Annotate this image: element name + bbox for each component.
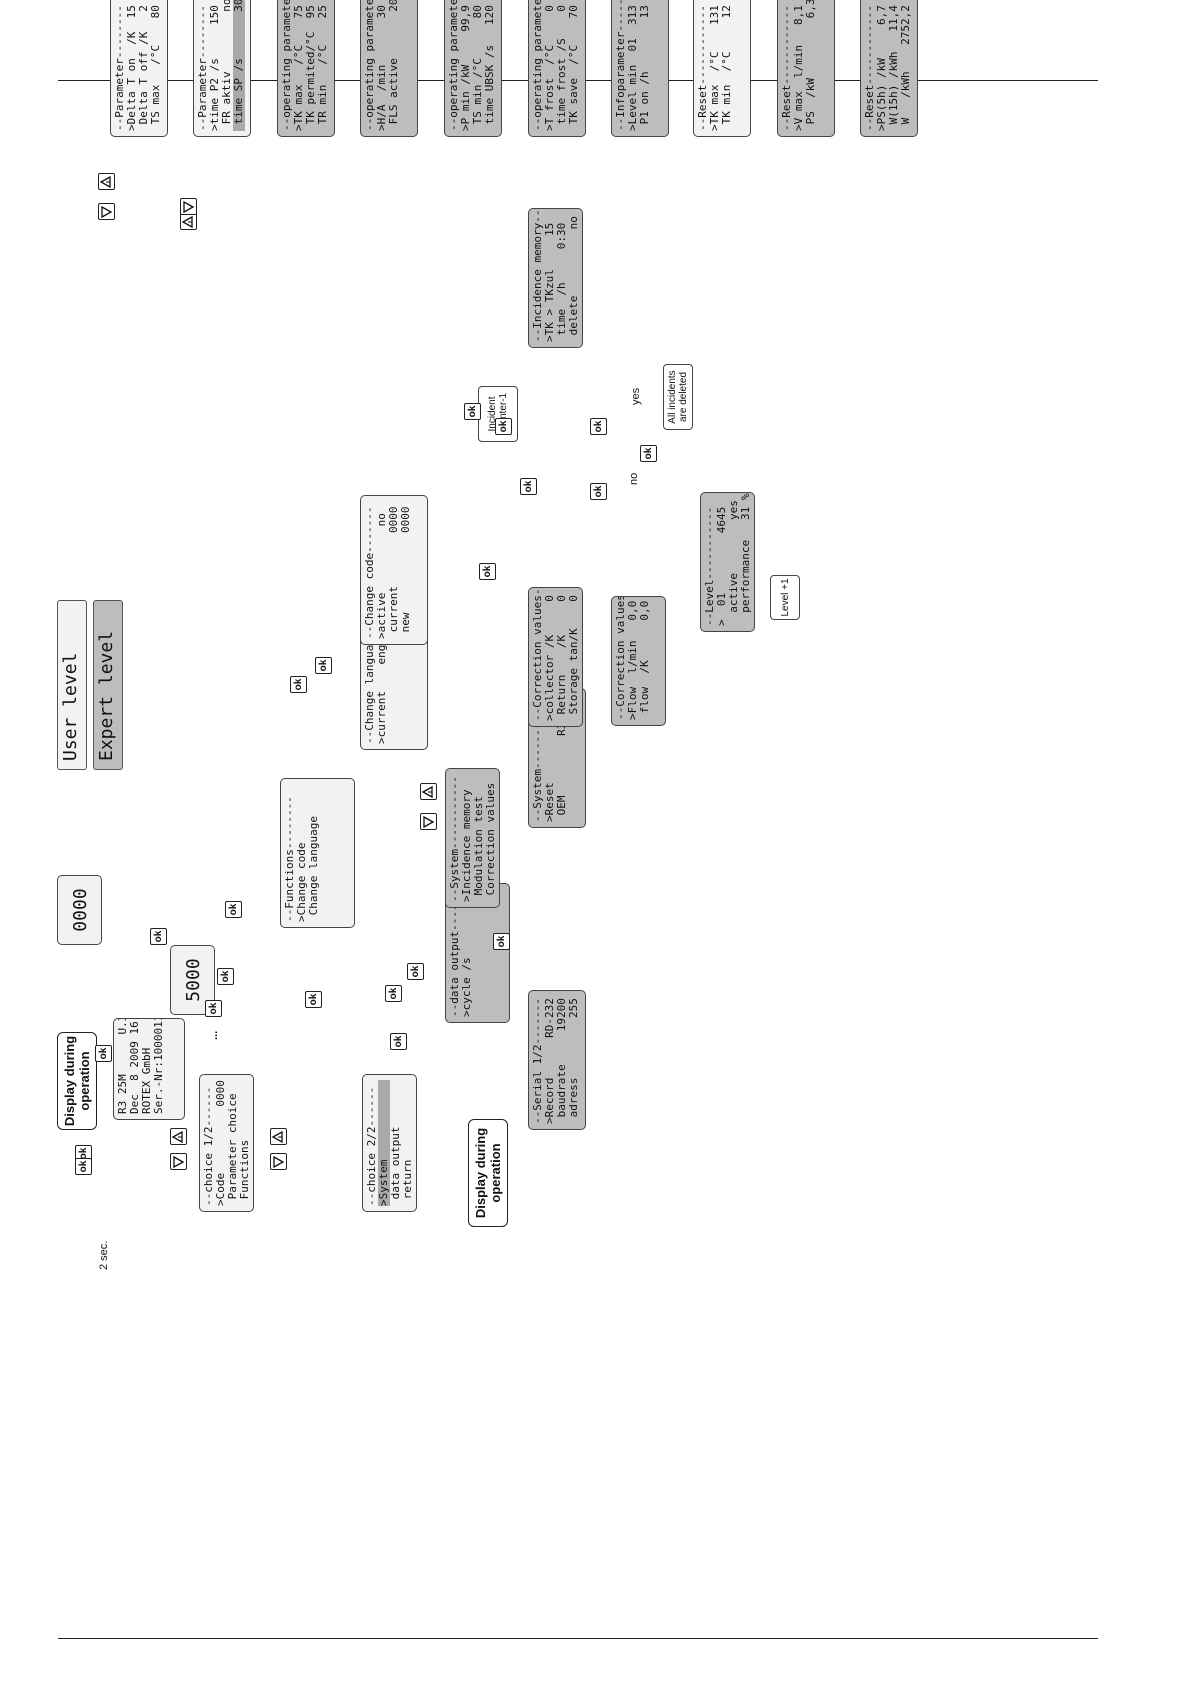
up-arrow-button[interactable]	[98, 173, 115, 190]
lcd-level: --Level-----------> 01 4645 active yes p…	[700, 492, 755, 632]
down-arrow-icon	[273, 1155, 285, 1169]
ok-button-5[interactable]: ok	[205, 1000, 222, 1017]
ok-button-12[interactable]: ok	[315, 657, 332, 674]
ok-button-17[interactable]: ok	[590, 418, 607, 435]
legend-user-level: User level	[57, 600, 87, 770]
ok-button-7[interactable]: ok	[95, 1045, 112, 1062]
lcd-line: Ser.-Nr:100001105775	[152, 1018, 165, 1114]
up-arrow-icon	[271, 1130, 283, 1144]
up-arrow-icon	[171, 1130, 183, 1144]
lcd-line: Change language	[307, 816, 320, 922]
up-arrow-icon	[99, 175, 111, 189]
display-during-operation-callout: Display during operation	[57, 1032, 97, 1130]
lcd-line: return	[401, 1159, 414, 1206]
lcd-line: Storage tan/K 0	[567, 595, 580, 721]
code-ellipsis: ...	[208, 1030, 220, 1040]
lcd-line: adress 255	[567, 998, 580, 1124]
down-arrow-icon	[101, 205, 113, 219]
yes-label: yes	[630, 387, 642, 405]
ok-button-20[interactable]: ok	[479, 563, 496, 580]
ok-button-9[interactable]: ok	[385, 985, 402, 1002]
bottom-rule	[58, 1638, 1098, 1639]
lcd-line: FLS active 20	[387, 0, 400, 131]
down-arrow-button[interactable]	[270, 1153, 287, 1170]
lcd-op4: --operating paramete>T frost /°C 0 time …	[528, 0, 586, 137]
lcd-line: TK min /°C 12	[720, 5, 733, 131]
up-arrow-button[interactable]	[180, 213, 197, 230]
lcd-param1: --Parameter-------->Delta T on /K 15 Del…	[110, 0, 168, 137]
up-arrow-icon	[181, 215, 193, 229]
up-arrow-icon	[421, 785, 433, 799]
up-arrow-button[interactable]	[420, 783, 437, 800]
lcd-system1: --System----------->Incidence memory Mod…	[445, 768, 500, 908]
ok-button-2[interactable]: ok	[75, 1158, 92, 1175]
ok-button-8[interactable]: ok	[390, 1033, 407, 1050]
lcd-line: new 0000	[399, 506, 412, 639]
lcd-line: time SP /s 30	[232, 0, 245, 131]
lcd-line: Functions	[238, 1139, 251, 1206]
lcd-line: >cycle /s 0	[460, 891, 473, 1017]
ok-button-11[interactable]: ok	[290, 676, 307, 693]
display-during-operation-callout-2: Display during operation	[468, 1119, 508, 1227]
no-label: no	[628, 472, 640, 485]
ok-button-3[interactable]: ok	[305, 991, 322, 1008]
down-arrow-button[interactable]	[98, 203, 115, 220]
legend-expert-level: Expert level	[93, 600, 123, 770]
two-sec-label: 2 sec.	[98, 1240, 110, 1270]
lcd-info: --Infoparameter----->Level min 01 313 P1…	[611, 0, 669, 137]
lcd-line: performance 31 %	[739, 493, 752, 626]
lcd-change-code: --Change code------->active no current 0…	[360, 495, 428, 645]
ok-button-21[interactable]: ok	[464, 403, 481, 420]
ok-button-14[interactable]: ok	[493, 933, 510, 950]
ok-button-19[interactable]: ok	[640, 445, 657, 462]
ok-button-16[interactable]: ok	[520, 478, 537, 495]
lcd-line: TK save /°C 70	[567, 5, 580, 131]
down-arrow-button[interactable]	[180, 198, 197, 215]
down-arrow-button[interactable]	[170, 1153, 187, 1170]
lcd-line: P1 on /h 13	[638, 5, 651, 131]
up-arrow-button[interactable]	[170, 1128, 187, 1145]
down-arrow-button[interactable]	[420, 813, 437, 830]
level-plus-one-box: Level +1	[770, 575, 800, 620]
lcd-op1: --operating paramete>TK max /°C 75 TK pe…	[277, 0, 335, 137]
lcd-functions: --Functions-------->Change code Change l…	[280, 778, 355, 928]
lcd-line: delete no	[567, 216, 580, 342]
ok-button-15[interactable]: ok	[495, 418, 512, 435]
ok-button-10[interactable]: ok	[225, 901, 242, 918]
lcd-correction2: --Correction values->Flow l/min 0,0 flow…	[611, 596, 666, 726]
lcd-incidence: --Incidence memory-->TK > TKzul 15 time …	[528, 208, 583, 348]
ok-button-4[interactable]: ok	[217, 968, 234, 985]
down-arrow-icon	[423, 815, 435, 829]
lcd-line: PS /kW 6,3	[804, 0, 817, 131]
lcd-line: TR min /°C 25	[316, 5, 329, 131]
up-arrow-button[interactable]	[270, 1128, 287, 1145]
down-arrow-icon	[183, 200, 195, 214]
down-arrow-icon	[173, 1155, 185, 1169]
lcd-reset1: --Reset------------>TK max /°C 131 TK mi…	[693, 0, 751, 137]
lcd-param2: --Parameter-------->time P2 /s 150 FR ak…	[193, 0, 251, 137]
ok-button-6[interactable]: ok	[150, 928, 167, 945]
lcd-line: flow /K 0,0	[638, 600, 651, 720]
lcd-choice2: --choice 2/2------>System data output re…	[362, 1074, 417, 1212]
all-incidents-deleted-box: All incidents are deleted	[663, 364, 693, 430]
lcd-op3: --operating paramete>P min /kW 99,9 TS m…	[444, 0, 502, 137]
code-entry-top: 0000	[57, 875, 102, 945]
lcd-line: TS max /°C 80	[149, 5, 162, 131]
lcd-correction1: --Correction values->collector /K 0 Retu…	[528, 587, 583, 727]
lcd-serial: --Serial 1/2------->Record RD-232 baudra…	[528, 990, 586, 1130]
lcd-choice1: --choice 1/2------>Code 0000 Parameter c…	[199, 1074, 254, 1212]
lcd-reset3: --Reset------------>PS(5h) /kW 6,7 W(15h…	[860, 0, 918, 137]
lcd-line: W /kWh 2752,2	[899, 5, 912, 131]
ok-button-13[interactable]: ok	[407, 963, 424, 980]
lcd-line: time UBSK /s 120	[483, 5, 496, 131]
ok-button-18[interactable]: ok	[590, 483, 607, 500]
lcd-reset2: --Reset------------>V max l/min 8,1 PS /…	[777, 0, 835, 137]
lcd-line: Correction values	[484, 782, 497, 902]
lcd-op2: --operating paramete>H/A /min 30 FLS act…	[360, 0, 418, 137]
